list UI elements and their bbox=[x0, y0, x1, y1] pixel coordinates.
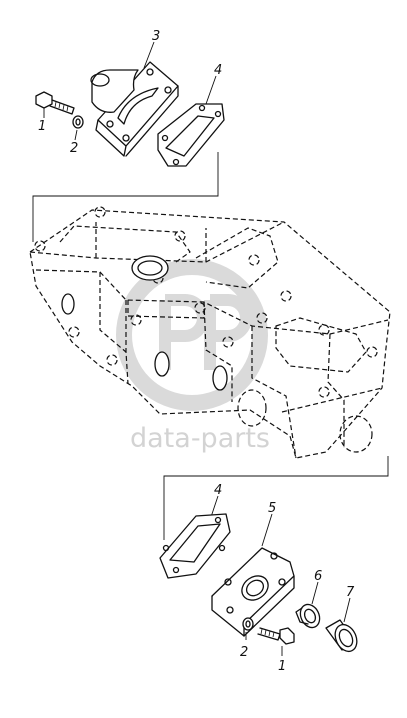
callout-seal-ring: 6 bbox=[314, 569, 322, 584]
washer-part-2-bottom bbox=[242, 617, 254, 631]
callout-washer-top: 2 bbox=[70, 141, 78, 156]
leader-sleeve bbox=[343, 597, 351, 623]
watermark-text: data-parts bbox=[130, 423, 270, 454]
callout-washer-bottom: 2 bbox=[240, 645, 248, 660]
gasket-outline bbox=[157, 103, 225, 167]
watermark-ring bbox=[116, 259, 268, 411]
cover-plate-part-5 bbox=[211, 547, 295, 637]
callout-sleeve: 7 bbox=[346, 585, 355, 600]
bolt-part-1-bottom bbox=[257, 627, 295, 645]
gasket-outline-bottom bbox=[159, 513, 231, 579]
housing-assembly bbox=[29, 206, 391, 459]
leader-washer-top bbox=[74, 129, 78, 141]
callout-bolt-top: 1 bbox=[38, 119, 46, 134]
flange-boss bbox=[91, 69, 139, 113]
port-top bbox=[131, 255, 169, 281]
callout-bolt-bottom: 1 bbox=[278, 659, 286, 674]
callout-cover-plate: 5 bbox=[268, 501, 276, 516]
leader-lines-top bbox=[32, 41, 219, 242]
leader-line-bottom bbox=[163, 456, 389, 540]
housing-outline bbox=[29, 209, 391, 459]
callout-gasket-top: 4 bbox=[214, 63, 222, 78]
flange-part-3 bbox=[90, 61, 179, 157]
callout-gasket-bottom: 4 bbox=[214, 483, 222, 498]
leader-seal bbox=[311, 581, 319, 605]
leader-flange bbox=[143, 41, 155, 69]
seal-ring-part-6 bbox=[295, 603, 321, 629]
gasket-part-4-top bbox=[157, 103, 225, 167]
leader-gasket-top bbox=[205, 75, 217, 105]
gasket-part-4-bottom bbox=[159, 513, 231, 579]
watermark: data-parts bbox=[116, 259, 270, 454]
callout-labels: 3 4 1 2 4 5 6 7 2 1 bbox=[38, 29, 355, 674]
leader-cover bbox=[261, 513, 273, 547]
callout-flange: 3 bbox=[152, 29, 160, 44]
sleeve-part-7 bbox=[325, 619, 358, 653]
leader-line-top bbox=[32, 152, 219, 242]
washer-part-2-top bbox=[72, 115, 84, 129]
bolt-part-1-top bbox=[35, 91, 75, 115]
